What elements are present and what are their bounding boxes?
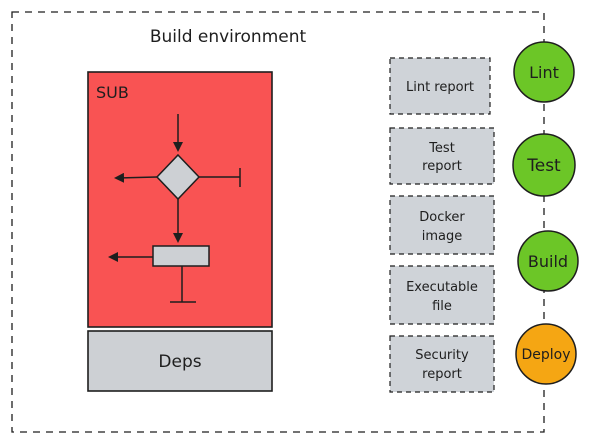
artifact-box xyxy=(389,195,495,255)
build-environment-title: Build environment xyxy=(150,27,307,47)
artifact-box xyxy=(389,335,495,393)
stage-lint-circle xyxy=(513,41,575,103)
build-environment-frame xyxy=(11,11,545,433)
stage-lint-label: Lint xyxy=(529,63,559,82)
artifact-label-line1: Docker xyxy=(419,210,465,225)
process-box xyxy=(152,245,210,267)
stage-test-label: Test xyxy=(526,156,561,176)
sub-flowchart xyxy=(108,114,241,303)
artifacts-column: Lint report Test report Docker image Exe… xyxy=(389,57,495,393)
stage-build-circle xyxy=(517,230,579,292)
flow-arrow-left-top xyxy=(114,172,158,183)
artifact-docker-image: Docker image xyxy=(389,195,495,255)
stage-deploy-label: Deploy xyxy=(521,347,570,363)
artifact-security-report: Security report xyxy=(389,335,495,393)
stage-test-circle xyxy=(512,133,576,197)
sub-block xyxy=(87,71,273,328)
sub-label: SUB xyxy=(96,83,129,102)
artifact-label-line2: file xyxy=(432,299,452,314)
artifact-box xyxy=(389,57,491,115)
artifact-label-line2: report xyxy=(422,367,462,382)
artifact-test-report: Test report xyxy=(389,127,495,185)
deps-label: Deps xyxy=(158,352,201,372)
artifact-label-line1: Lint report xyxy=(406,80,474,95)
artifact-label-line1: Executable xyxy=(406,280,478,295)
artifact-executable-file: Executable file xyxy=(389,265,495,325)
artifact-label-line2: image xyxy=(422,229,463,244)
artifact-box xyxy=(389,127,495,185)
artifact-label-line1: Test xyxy=(428,141,455,156)
artifact-box xyxy=(389,265,495,325)
stage-build-label: Build xyxy=(528,252,568,271)
stage-deploy-circle xyxy=(515,323,577,385)
artifact-lint-report: Lint report xyxy=(389,57,491,115)
deps-block xyxy=(87,330,273,392)
artifact-label-line2: report xyxy=(422,159,462,174)
artifact-label-line1: Security xyxy=(415,348,469,363)
pipeline-stages: Lint Test Build Deploy xyxy=(512,41,579,385)
